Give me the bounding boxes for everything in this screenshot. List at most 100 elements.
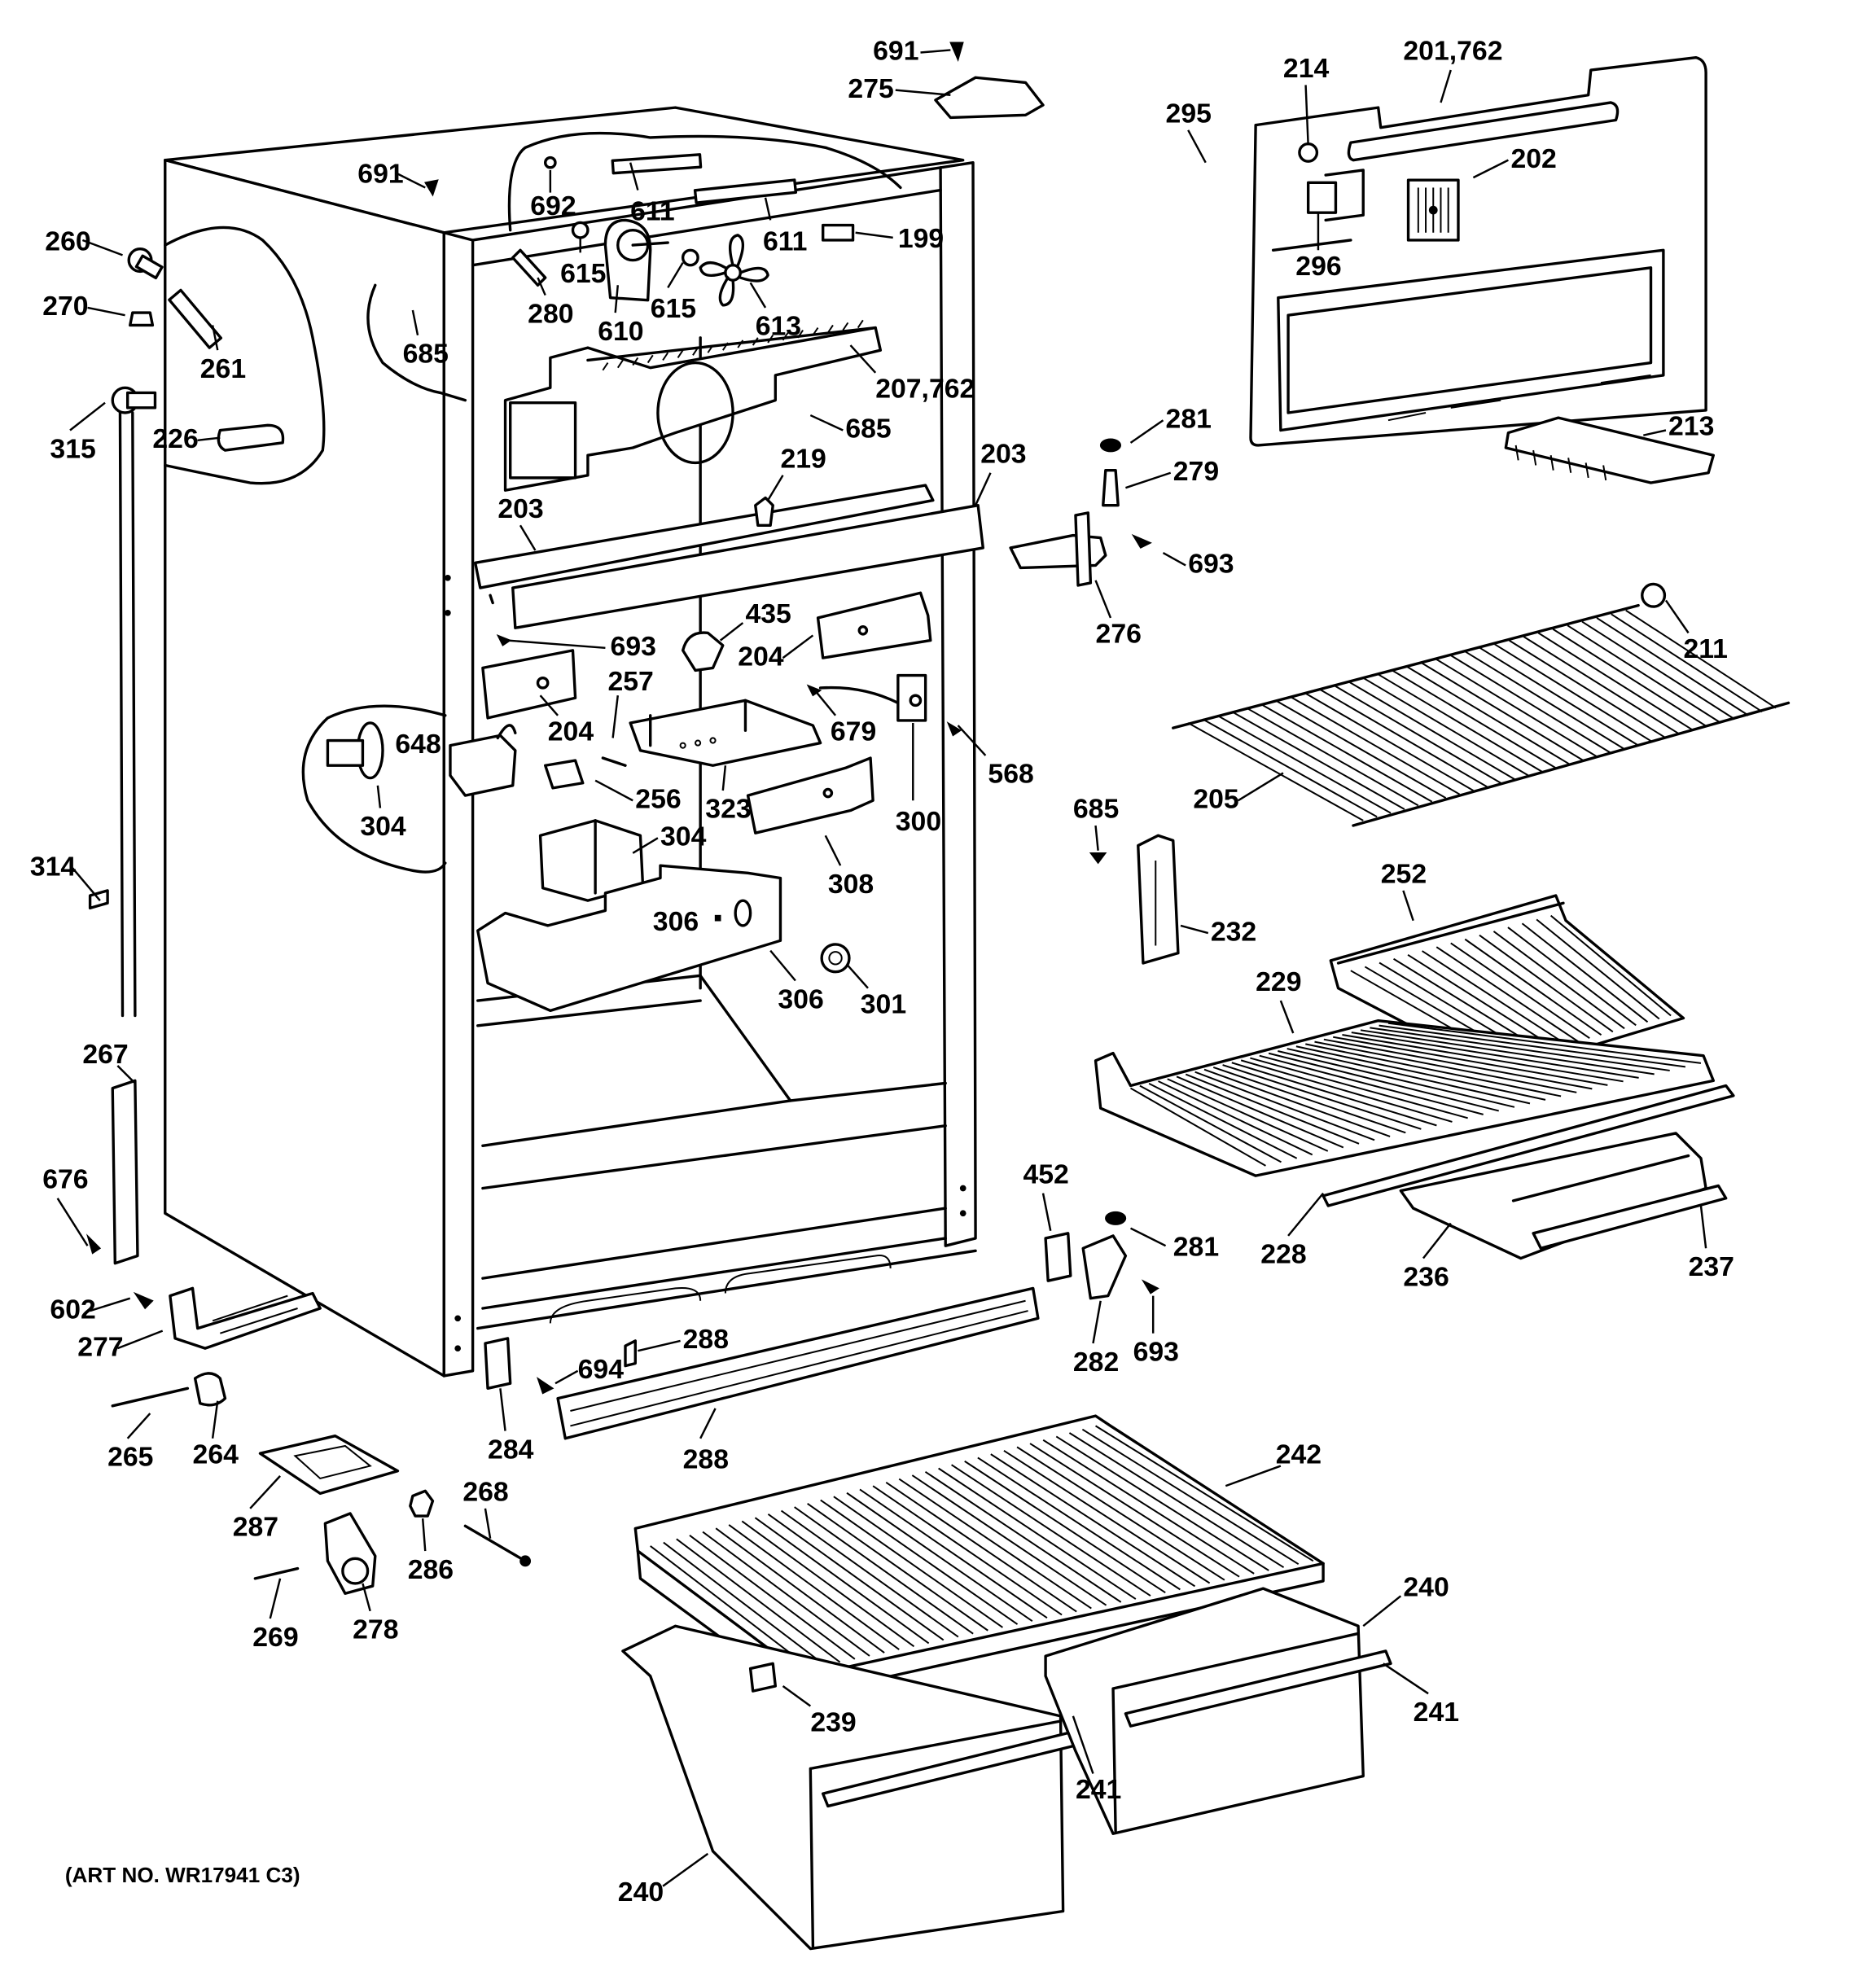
callout-label-306-a: 306	[653, 906, 699, 937]
leader-line-232	[1180, 924, 1209, 935]
fan-bracket-611-b	[693, 178, 798, 204]
shelf-229	[1094, 1018, 1716, 1177]
leader-line-228	[1287, 1192, 1325, 1237]
callout-label-693-b: 693	[1133, 1337, 1179, 1368]
shelf-ladder-232	[1137, 834, 1180, 965]
callout-label-679: 679	[831, 716, 876, 747]
callout-label-676: 676	[42, 1164, 88, 1195]
callout-label-252: 252	[1381, 859, 1427, 890]
bolt-268	[463, 1524, 527, 1563]
leader-line-261	[211, 325, 219, 351]
knob-301	[820, 943, 851, 974]
leader-line-205	[1237, 772, 1284, 802]
leader-line-685-r	[1094, 825, 1099, 851]
callout-label-435: 435	[745, 598, 791, 629]
leader-line-602	[90, 1297, 131, 1312]
callout-label-257: 257	[607, 666, 653, 697]
leader-line-204-r	[782, 634, 814, 659]
screw-568	[946, 721, 962, 737]
leader-line-219	[767, 475, 784, 502]
leader-line-694	[554, 1369, 579, 1385]
callout-label-226: 226	[152, 423, 198, 454]
leader-line-237	[1699, 1205, 1707, 1249]
callout-label-296: 296	[1295, 251, 1341, 282]
callout-label-304-l: 304	[360, 811, 406, 842]
slide-239	[748, 1662, 778, 1693]
leader-line-275	[895, 89, 951, 96]
callout-label-219: 219	[780, 444, 826, 475]
hinge-bracket-204-l	[481, 649, 577, 720]
leader-line-314	[72, 867, 101, 901]
fan-blade	[699, 234, 769, 307]
thermostat-304-l	[326, 721, 384, 780]
bracket-277	[169, 1286, 322, 1350]
callout-label-602: 602	[50, 1294, 95, 1325]
callout-label-265: 265	[107, 1442, 153, 1473]
crisper-drawer-240-right	[1044, 1587, 1392, 1835]
leader-line-452	[1041, 1193, 1052, 1231]
callout-label-610: 610	[598, 316, 643, 347]
leveling-plate-287	[258, 1435, 400, 1496]
leader-line-199	[855, 231, 893, 239]
leader-line-229	[1279, 1000, 1295, 1034]
callout-label-214: 214	[1283, 53, 1330, 84]
washer-615-b	[681, 248, 699, 267]
leader-line-693-r	[1162, 551, 1186, 567]
screw-693-r	[1131, 533, 1152, 549]
leader-line-214	[1304, 85, 1309, 146]
callout-label-275: 275	[848, 73, 893, 104]
callout-label-615-b: 615	[651, 293, 696, 324]
leader-line-239	[782, 1684, 812, 1707]
callout-label-693-r: 693	[1188, 549, 1234, 580]
shelf-stop-211	[1641, 582, 1667, 608]
axle-265	[111, 1386, 190, 1408]
leader-line-280	[537, 277, 546, 296]
leader-line-257	[611, 695, 620, 738]
leader-line-256	[594, 779, 633, 802]
leader-line-308	[824, 834, 842, 866]
screw-685-r	[1089, 852, 1107, 865]
bracket-308	[746, 756, 874, 834]
callout-label-685-r: 685	[1073, 794, 1119, 825]
leader-line-315	[69, 401, 106, 431]
hinge-pin-275	[934, 76, 1045, 120]
callout-label-295: 295	[1166, 99, 1212, 129]
leader-line-282	[1092, 1300, 1102, 1344]
callout-label-286: 286	[408, 1554, 454, 1585]
leader-line-207-762	[849, 344, 877, 374]
cord-315	[111, 386, 157, 1018]
leader-line-278	[362, 1583, 371, 1612]
screw-676	[85, 1233, 102, 1255]
part-199	[821, 223, 855, 242]
leader-line-691-cab	[394, 171, 426, 189]
pin-279	[1102, 468, 1120, 507]
leader-line-615-b	[667, 261, 684, 288]
callout-label-281-top: 281	[1166, 403, 1212, 434]
callout-label-239: 239	[810, 1706, 856, 1737]
callout-label-240-l: 240	[618, 1877, 664, 1908]
timer-648	[449, 724, 517, 797]
leader-line-610	[614, 285, 620, 313]
callout-label-261: 261	[200, 353, 246, 384]
callout-label-615-a: 615	[560, 258, 606, 289]
cutaway-outline-top	[366, 131, 902, 402]
leader-line-613	[749, 282, 767, 309]
evaporator-fan-bracket	[503, 319, 883, 492]
callout-label-685-top: 685	[403, 339, 449, 370]
callout-label-282: 282	[1073, 1347, 1119, 1378]
callout-label-304-c: 304	[660, 821, 707, 852]
screw-691-cab	[424, 179, 439, 197]
callout-label-203-r: 203	[980, 438, 1026, 469]
bolt-head-268	[519, 1555, 532, 1567]
leader-line-252	[1402, 890, 1414, 922]
callout-label-228: 228	[1260, 1239, 1306, 1270]
freezer-wire-shelf	[1172, 603, 1791, 827]
drain-fitting-260	[127, 248, 164, 280]
control-panel-306	[476, 864, 782, 1013]
cutaway-outline-left	[164, 226, 326, 485]
leader-line-287	[249, 1475, 281, 1509]
leader-line-267	[116, 1065, 136, 1084]
callout-label-278: 278	[353, 1614, 398, 1645]
callout-label-281-bot: 281	[1173, 1231, 1219, 1262]
